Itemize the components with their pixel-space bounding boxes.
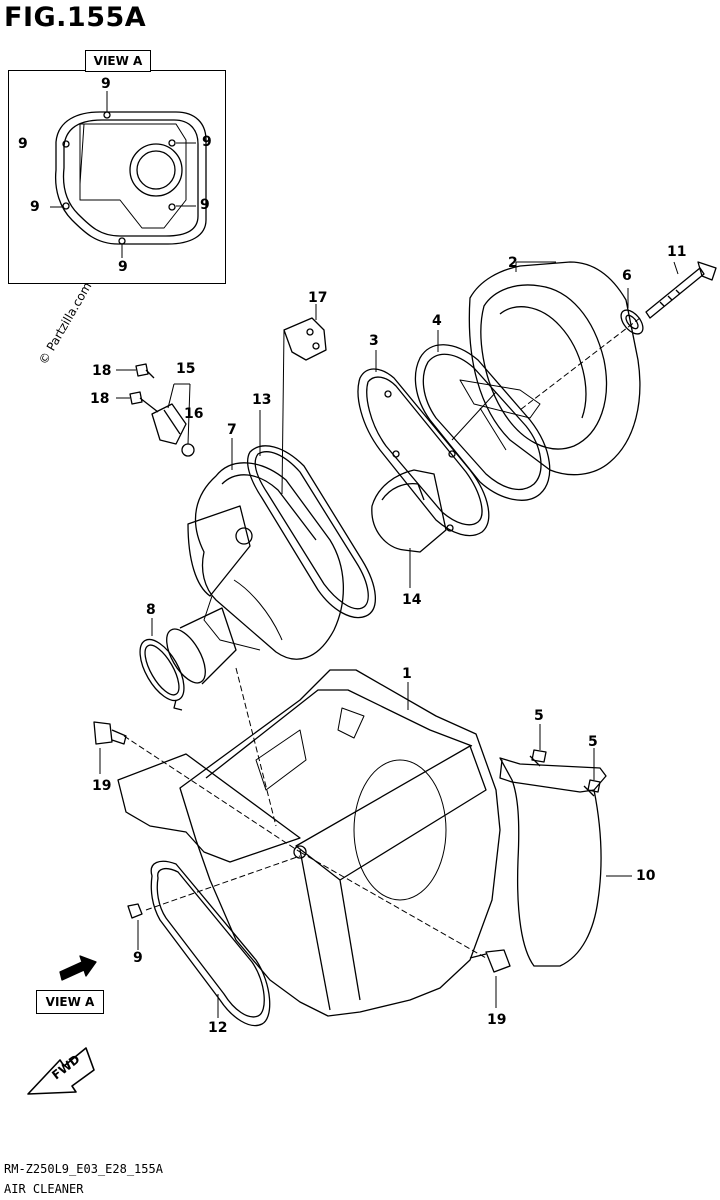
callout-18: 18 xyxy=(92,363,112,379)
part-1-airbox xyxy=(179,669,501,1017)
callout-15: 15 xyxy=(176,361,196,377)
figure-code: RM-Z250L9_E03_E28_155A xyxy=(4,1162,163,1176)
callout-3: 3 xyxy=(369,333,379,349)
callout-10: 10 xyxy=(636,868,656,884)
inset-gasket xyxy=(54,111,207,245)
part-5-screws xyxy=(529,749,601,797)
callout-13: 13 xyxy=(252,392,272,408)
callout-16: 16 xyxy=(184,406,204,422)
part-3-frame xyxy=(357,368,490,537)
callout-inset-9: 9 xyxy=(200,197,210,213)
callout-6: 6 xyxy=(622,268,632,284)
callout-9: 9 xyxy=(133,950,143,966)
callout-inset-9: 9 xyxy=(101,76,111,92)
part-18-screws xyxy=(129,363,159,413)
callout-8: 8 xyxy=(146,602,156,618)
view-a-inset xyxy=(8,70,226,284)
callout-17: 17 xyxy=(308,290,328,306)
insulator-sheet xyxy=(117,753,301,863)
part-17-bracket xyxy=(283,317,327,361)
callout-11: 11 xyxy=(667,244,687,260)
part-14-boot xyxy=(371,469,447,553)
part-13-gasket xyxy=(247,445,377,619)
part-10-guard xyxy=(499,757,607,967)
callout-2: 2 xyxy=(508,255,518,271)
part-9-nut xyxy=(127,903,143,919)
part-12-gasket xyxy=(150,860,271,1027)
figure-title: FIG.155A xyxy=(4,2,147,33)
part-7-case xyxy=(187,462,344,660)
view-a-tag: VIEW A xyxy=(85,50,151,72)
arrow-icon xyxy=(59,955,97,981)
part-11-bolt xyxy=(645,261,717,319)
callout-19: 19 xyxy=(487,1012,507,1028)
inset-leaders xyxy=(50,91,196,258)
callout-12: 12 xyxy=(208,1020,228,1036)
callout-1: 1 xyxy=(402,666,412,682)
part-2-lid xyxy=(468,261,641,476)
callout-4: 4 xyxy=(432,313,442,329)
assembly-lines xyxy=(123,317,641,959)
callout-18: 18 xyxy=(90,391,110,407)
callout-5: 5 xyxy=(588,734,598,750)
figure-caption: AIR CLEANER xyxy=(4,1182,84,1196)
callout-14: 14 xyxy=(402,592,422,608)
callout-inset-9: 9 xyxy=(30,199,40,215)
callout-inset-9: 9 xyxy=(118,259,128,275)
part-19-bolts xyxy=(93,721,511,973)
callout-5: 5 xyxy=(534,708,544,724)
part-4-cage xyxy=(414,344,551,501)
part-6-washer xyxy=(620,309,644,335)
callout-inset-9: 9 xyxy=(18,136,28,152)
fwd-arrow-icon xyxy=(27,1047,95,1095)
callout-inset-9: 9 xyxy=(202,134,212,150)
leader-lines xyxy=(99,261,679,1018)
callout-19: 19 xyxy=(92,778,112,794)
callout-7: 7 xyxy=(227,422,237,438)
view-a-label: VIEW A xyxy=(36,990,104,1014)
part-8-clamp xyxy=(139,607,237,711)
